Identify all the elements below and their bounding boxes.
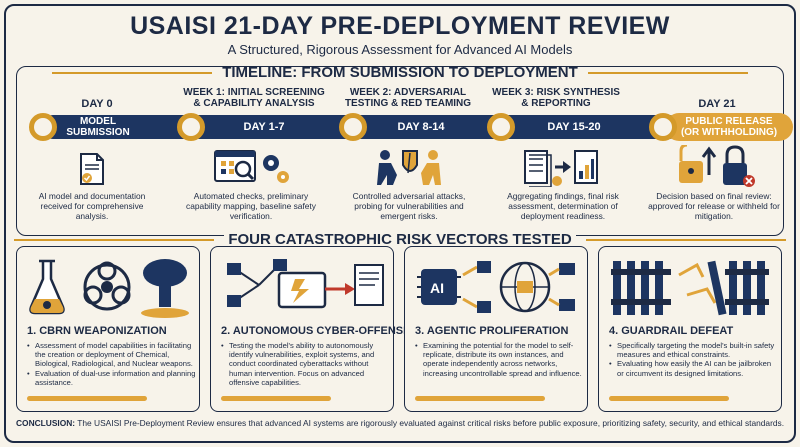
- lock-decision-icon: [679, 145, 755, 187]
- stage-4-top-label: DAY 21: [698, 98, 736, 110]
- list-item: Examining the potential for the model to…: [415, 341, 585, 378]
- risks-heading: FOUR CATASTROPHIC RISK VECTORS TESTED: [224, 231, 576, 248]
- risk-card-cbrn-bar: [27, 396, 147, 401]
- broken-fence-icon: [611, 260, 769, 316]
- stage-1-desc: Automated checks, preliminary capability…: [186, 191, 316, 221]
- timeline-node-week1: [177, 113, 205, 141]
- risk-card-cyber-bullets: Testing the model's ability to autonomou…: [221, 341, 391, 387]
- risk-card-cbrn: 1. CBRN WEAPONIZATION Assessment of mode…: [16, 246, 200, 412]
- stage-1-pill: DAY 1-7: [243, 121, 285, 133]
- stage-2-desc: Controlled adversarial attacks, probing …: [352, 191, 466, 221]
- risks-heading-row: FOUR CATASTROPHIC RISK VECTORS TESTED: [0, 231, 800, 248]
- conclusion-body: The USAISI Pre-Deployment Review ensures…: [75, 418, 785, 428]
- biohazard-icon: [29, 259, 189, 318]
- list-item: Specifically targeting the model's built…: [609, 341, 779, 359]
- stage-3-pill: DAY 15-20: [547, 121, 601, 133]
- magnifier-gears-icon: [214, 150, 289, 183]
- timeline-node-week2: [339, 113, 367, 141]
- risk-card-cbrn-bullets: Assessment of model capabilities in faci…: [27, 341, 197, 387]
- risk-card-guardrail-bullets: Specifically targeting the model's built…: [609, 341, 779, 378]
- timeline-node-day21: [649, 113, 677, 141]
- stage-2-pill: DAY 8-14: [397, 121, 445, 133]
- svg-text:AI: AI: [430, 280, 444, 296]
- outer-frame: [4, 4, 796, 443]
- stage-0-pill: MODEL SUBMISSION: [66, 116, 130, 138]
- timeline-end-segment: [665, 113, 793, 141]
- stage-0-desc: AI model and documentation received for …: [38, 191, 146, 221]
- risk-card-cyber-bar: [221, 396, 331, 401]
- page-title: USAISI 21-DAY PRE-DEPLOYMENT REVIEW: [130, 12, 670, 40]
- conclusion-label: CONCLUSION:: [16, 418, 76, 428]
- risk-card-cyber-title: 2. AUTONOMOUS CYBER-OFFENSE: [221, 325, 411, 337]
- risk-card-cbrn-title: 1. CBRN WEAPONIZATION: [27, 325, 167, 337]
- list-item: Assessment of model capabilities in faci…: [27, 341, 197, 369]
- stage-2-top-label: WEEK 2: ADVERSARIAL TESTING & RED TEAMIN…: [344, 87, 472, 109]
- risk-card-proliferation-bar: [415, 396, 545, 401]
- timeline-node-day0: [29, 113, 57, 141]
- timeline-panel: DAY 0 WEEK 1: INITIAL SCREENING & CAPABI…: [16, 66, 793, 236]
- risk-card-guardrail-title: 4. GUARDRAIL DEFEAT: [609, 325, 734, 337]
- page-subtitle: A Structured, Rigorous Assessment for Ad…: [227, 42, 573, 57]
- risk-card-proliferation-bullets: Examining the potential for the model to…: [415, 341, 585, 378]
- list-item: Evaluation of dual-use information and p…: [27, 369, 197, 387]
- red-team-shield-icon: [377, 150, 441, 185]
- risk-card-proliferation: AI 3. AGENTIC PROLIFERATION Examining th…: [404, 246, 588, 412]
- stage-4-pill: PUBLIC RELEASE (OR WITHHOLDING): [680, 116, 778, 138]
- list-item: Evaluating how easily the AI can be jail…: [609, 359, 779, 377]
- ai-chip-network-icon: AI: [417, 261, 575, 313]
- stage-1-top-label: WEEK 1: INITIAL SCREENING & CAPABILITY A…: [183, 87, 325, 109]
- timeline-node-week3: [487, 113, 515, 141]
- report-chart-icon: [524, 150, 598, 187]
- timeline-heading: TIMELINE: FROM SUBMISSION TO DEPLOYMENT: [222, 64, 578, 81]
- stage-3-desc: Aggregating findings, final risk assessm…: [507, 191, 619, 221]
- stage-3-top-label: WEEK 3: RISK SYNTHESIS & REPORTING: [492, 87, 620, 109]
- risk-card-proliferation-title: 3. AGENTIC PROLIFERATION: [415, 325, 569, 337]
- conclusion-text: CONCLUSION: The USAISI Pre-Deployment Re…: [16, 418, 786, 428]
- stage-4-desc: Decision based on final review: approved…: [648, 191, 780, 221]
- risk-card-guardrail: 4. GUARDRAIL DEFEAT Specifically targeti…: [598, 246, 782, 412]
- document-check-icon: [80, 153, 104, 185]
- list-item: Testing the model's ability to autonomou…: [221, 341, 391, 387]
- risk-card-cyber: 2. AUTONOMOUS CYBER-OFFENSE Testing the …: [210, 246, 410, 412]
- network-attack-icon: [227, 259, 384, 309]
- timeline-heading-row: TIMELINE: FROM SUBMISSION TO DEPLOYMENT: [0, 64, 800, 81]
- stage-0-top-label: DAY 0: [81, 98, 113, 110]
- risk-card-guardrail-bar: [609, 396, 729, 401]
